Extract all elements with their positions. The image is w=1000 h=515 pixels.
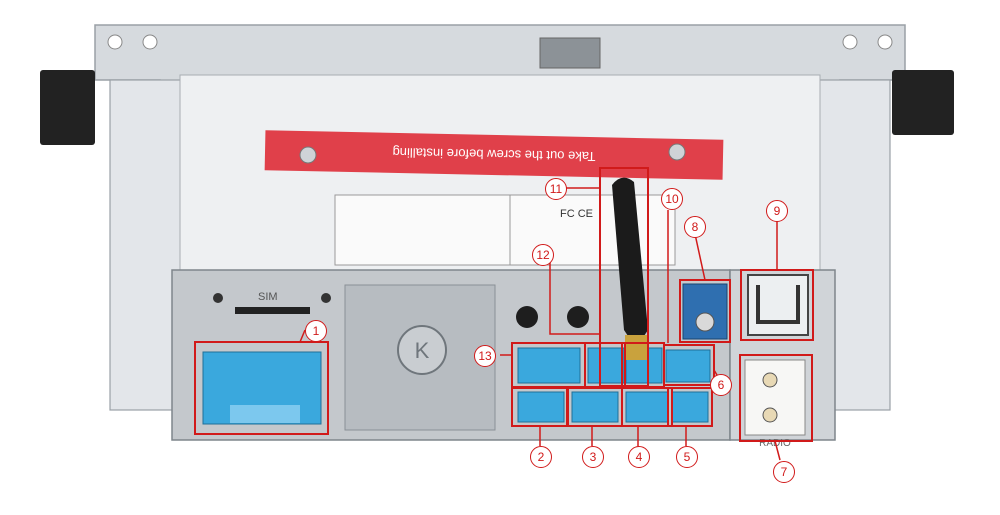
callout-8: 8 <box>684 216 706 238</box>
sim-slot[interactable] <box>235 307 310 314</box>
callout-12: 12 <box>532 244 554 266</box>
callout-13: 13 <box>474 345 496 367</box>
brand-logo-letter: K <box>415 338 430 363</box>
bracket-hole <box>877 34 893 50</box>
highlight-boxes <box>194 167 814 442</box>
sim-label: SIM <box>258 291 278 303</box>
connector-13[interactable] <box>517 347 581 384</box>
bracket-hole <box>842 34 858 50</box>
connector-4[interactable] <box>625 391 669 423</box>
main-harness-latch <box>230 405 300 423</box>
radio-jack <box>762 407 778 423</box>
highlight-6 <box>663 344 715 386</box>
antenna <box>612 177 648 348</box>
connector-5[interactable] <box>671 391 709 423</box>
callout-11: 11 <box>545 178 567 200</box>
fc-mark: FC CE <box>560 208 593 220</box>
panel-hole <box>516 306 538 328</box>
radio-port[interactable] <box>744 359 806 436</box>
panel-screw <box>321 293 331 303</box>
callout-10: 10 <box>661 188 683 210</box>
radio-jack <box>762 372 778 388</box>
panel-hole <box>567 306 589 328</box>
brand-logo <box>397 325 447 375</box>
callout-1: 1 <box>305 320 327 342</box>
screw-right <box>668 143 686 161</box>
port-9-slot <box>756 285 800 324</box>
screw-left <box>299 146 317 164</box>
connector-2[interactable] <box>517 391 565 423</box>
side-bracket-right <box>892 70 954 135</box>
bracket-slot <box>539 37 601 69</box>
callout-4: 4 <box>628 446 650 468</box>
highlight-7 <box>739 354 813 442</box>
callout-5: 5 <box>676 446 698 468</box>
panel-screw <box>213 293 223 303</box>
leader-lines <box>299 187 781 461</box>
highlight-11 <box>599 167 649 387</box>
callout-9: 9 <box>766 200 788 222</box>
highlight-5 <box>667 387 713 427</box>
bracket-hole <box>142 34 158 50</box>
antenna-base <box>625 335 647 360</box>
fakra-port <box>695 312 715 332</box>
callout-3: 3 <box>582 446 604 468</box>
highlight-4 <box>621 387 673 427</box>
connector-6[interactable] <box>665 349 711 383</box>
callout-2: 2 <box>530 446 552 468</box>
highlight-1 <box>194 341 329 435</box>
bracket-hole <box>107 34 123 50</box>
connector-3[interactable] <box>571 391 619 423</box>
connector-12[interactable] <box>587 347 625 384</box>
callout-7: 7 <box>773 461 795 483</box>
warning-sticker-text: Take out the screw before installing <box>392 145 595 164</box>
callout-6: 6 <box>710 374 732 396</box>
side-bracket-left <box>40 70 95 145</box>
